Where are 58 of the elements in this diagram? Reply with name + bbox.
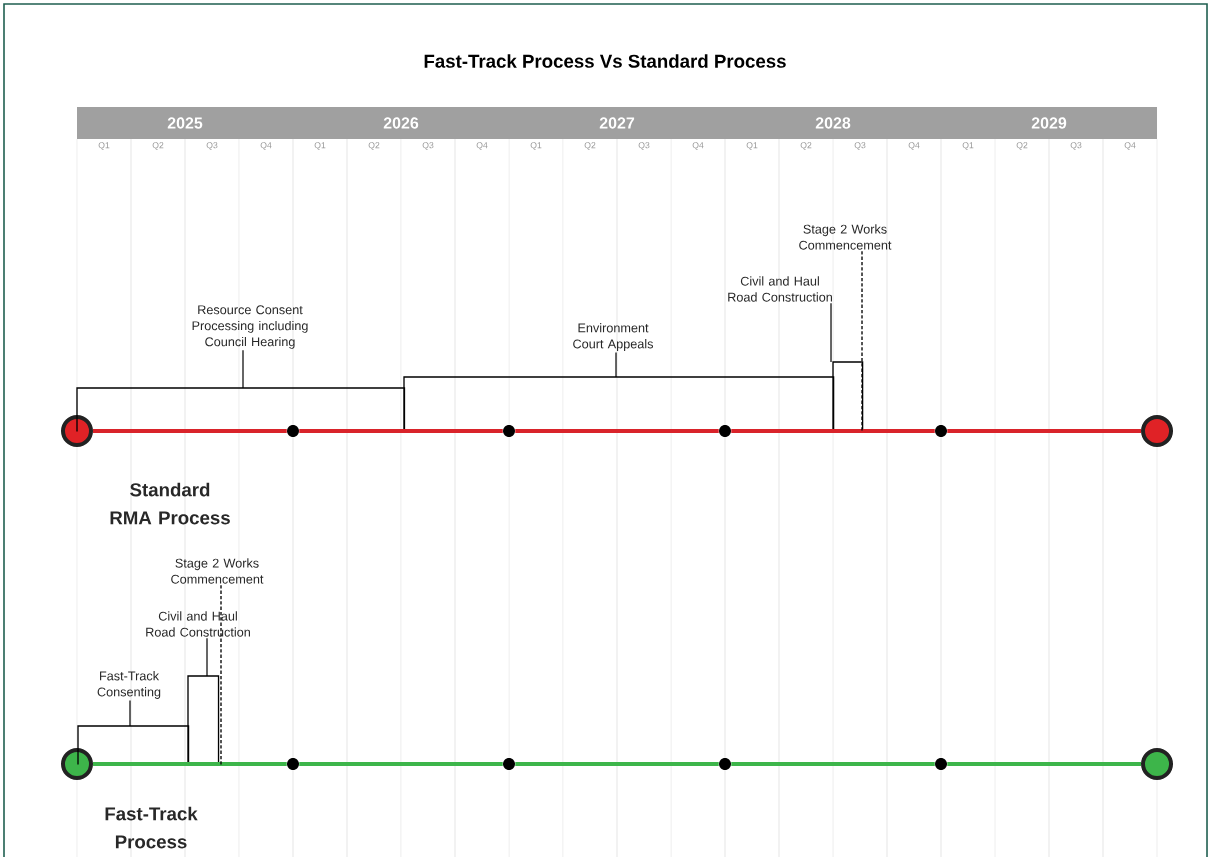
task-label: Fast-Track Consenting <box>97 671 161 699</box>
leader-line <box>220 584 222 766</box>
timeline-line <box>515 429 719 433</box>
year-label: 2027 <box>599 117 635 129</box>
quarter-label: Q1 <box>530 142 542 150</box>
leader-line <box>242 349 244 389</box>
duration-bracket <box>76 387 406 433</box>
year-label: 2025 <box>167 117 203 129</box>
year-label: 2028 <box>815 117 851 129</box>
task-label: Stage 2 Works Commencement <box>171 558 264 584</box>
leader-line <box>129 699 131 727</box>
timeline-line <box>93 762 287 766</box>
quarter-label: Q4 <box>908 142 920 150</box>
task-label: Stage 2 Works Commencement <box>799 224 892 250</box>
quarter-label: Q2 <box>584 142 596 150</box>
task-label: Resource Consent Processing including Council Hearing <box>192 305 308 349</box>
quarter-label: Q4 <box>476 142 488 150</box>
leader-line <box>615 351 617 378</box>
milestone-circle <box>61 748 93 780</box>
task-label: Environment Court Appeals <box>573 323 653 351</box>
year-label: 2026 <box>383 117 419 129</box>
quarter-label: Q2 <box>152 142 164 150</box>
quarter-label: Q2 <box>800 142 812 150</box>
quarter-label: Q1 <box>962 142 974 150</box>
quarter-label: Q2 <box>1016 142 1028 150</box>
timeline-label: Standard RMA Process <box>110 482 230 525</box>
milestone-circle <box>1141 748 1173 780</box>
quarter-label: Q3 <box>638 142 650 150</box>
quarter-label: Q3 <box>854 142 866 150</box>
milestone-circle <box>61 415 93 447</box>
timeline-line <box>93 429 287 433</box>
quarter-label: Q4 <box>692 142 704 150</box>
milestone-circle <box>1141 415 1173 447</box>
timeline-line <box>947 762 1141 766</box>
quarter-label: Q3 <box>206 142 218 150</box>
quarter-label: Q4 <box>1124 142 1136 150</box>
quarter-label: Q3 <box>1070 142 1082 150</box>
quarter-label: Q2 <box>368 142 380 150</box>
quarter-label: Q1 <box>314 142 326 150</box>
quarter-label: Q1 <box>746 142 758 150</box>
leader-line <box>206 637 208 677</box>
title: Fast-Track Process Vs Standard Process <box>424 54 786 68</box>
duration-bracket <box>77 725 190 766</box>
leader-line <box>861 250 863 433</box>
timeline-line <box>299 762 503 766</box>
year-label: 2029 <box>1031 117 1067 129</box>
task-label: Civil and Haul Road Construction <box>728 276 832 302</box>
timeline-line <box>947 429 1141 433</box>
leader-line <box>830 302 832 363</box>
task-label: Civil and Haul Road Construction <box>146 611 250 637</box>
timeline-line <box>731 429 935 433</box>
timeline-line <box>731 762 935 766</box>
quarter-label: Q3 <box>422 142 434 150</box>
quarter-label: Q1 <box>98 142 110 150</box>
timeline-line <box>515 762 719 766</box>
timeline-label: Fast-Track Process <box>105 806 198 849</box>
timeline-line <box>299 429 503 433</box>
quarter-label: Q4 <box>260 142 272 150</box>
